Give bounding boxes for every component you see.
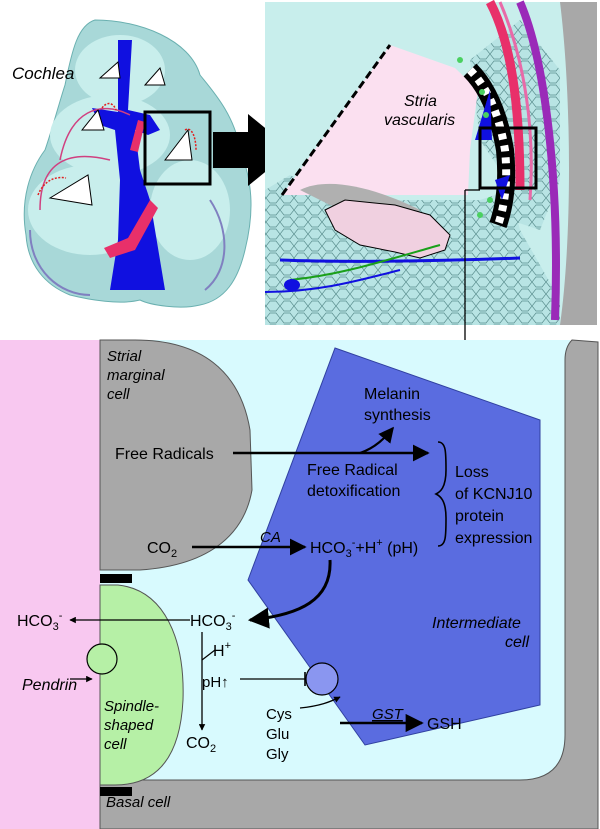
- bone-wall: [560, 2, 597, 325]
- strial-marginal-label-3: cell: [107, 386, 130, 403]
- cochlea-vessel-curve: [204, 199, 226, 291]
- intermediate-cell-label-1: Intermediate: [432, 615, 521, 632]
- stria-zoom-box: [478, 126, 538, 190]
- hco3-middle-label: HCO3-: [190, 610, 236, 633]
- cochlea-panel: Cochlea: [12, 19, 252, 308]
- cys-label: Cys: [266, 706, 292, 723]
- basal-cell-label: Basal cell: [106, 794, 171, 811]
- cochlea-turn: [150, 160, 230, 260]
- ph-up-label: pH↑: [202, 674, 229, 691]
- ganglion-cell: [284, 279, 300, 291]
- co2-left-label: CO2: [147, 540, 177, 560]
- hco3-product-label: HCO3-+H+ (pH): [310, 537, 418, 560]
- tight-junction-bottom: [100, 787, 132, 796]
- cochlea-vessel-curve: [29, 229, 91, 296]
- gst-label: GST: [372, 706, 405, 723]
- organ-of-corti-icons: [37, 60, 197, 206]
- spindle-cell-label-1: Spindle-: [104, 698, 159, 715]
- stria-zoom-panel: Stria vascularis: [264, 0, 597, 325]
- cochlea-zoom-box: [143, 110, 212, 186]
- spindle-cell-label-3: cell: [104, 736, 127, 753]
- free-radical-detox-label-2: detoxification: [307, 483, 400, 500]
- strial-marginal-label-1: Strial: [107, 348, 142, 365]
- zoom-arrow: [213, 114, 292, 186]
- cochlea-vessel-curve: [59, 107, 131, 161]
- loss-label-1: Loss: [455, 464, 489, 481]
- loss-label-2: of KCNJ10: [455, 486, 532, 503]
- hco3-left-label: HCO3-: [17, 610, 63, 633]
- melanin-label-2: synthesis: [364, 407, 431, 424]
- spindle-cell-label-2: shaped: [104, 717, 154, 734]
- pendrin-transporter-icon: [86, 643, 118, 675]
- stria-vascularis-label-line2: vascularis: [384, 112, 455, 129]
- arrow-to-melanin: [359, 426, 394, 455]
- arrow-hco3-to-middle: [247, 559, 332, 629]
- loss-brace: [434, 441, 447, 547]
- loss-label-4: expression: [455, 530, 532, 547]
- h-plus-branch: [201, 649, 216, 661]
- glutamate-transporter-icon: [305, 662, 339, 696]
- perilymph-pink-panel: [0, 340, 100, 829]
- free-radical-detox-label-1: Free Radical: [307, 462, 398, 479]
- tight-junction-top: [100, 574, 132, 583]
- free-radicals-label: Free Radicals: [115, 446, 214, 463]
- ca-enzyme-label: CA: [260, 529, 281, 546]
- reissner-membrane: [280, 44, 392, 196]
- modiolus-red-vessel: [104, 200, 158, 258]
- cell-diagram: Strial marginal cell Melanin synthesis F…: [0, 339, 599, 829]
- nerve-fiber-2: [264, 269, 401, 293]
- strial-marginal-cell: [99, 339, 253, 571]
- loss-label-3: protein: [455, 508, 504, 525]
- intermediate-cell-label-2: cell: [505, 634, 529, 651]
- modiolus-red-vessel-upper: [130, 120, 145, 152]
- nerve-fiber: [289, 244, 441, 281]
- melanin-label-1: Melanin: [364, 386, 420, 403]
- co2-bottom-label: CO2: [186, 735, 216, 755]
- organ-of-corti: [324, 199, 451, 259]
- stria-pink-vessel: [498, 1, 533, 201]
- arrow-cys-into-cell: [299, 696, 341, 709]
- basal-cell: [99, 339, 599, 829]
- h-plus-label: H+: [213, 640, 231, 660]
- stria-purple-vessel: [516, 0, 560, 321]
- stria-vascularis-label-line1: Stria: [404, 93, 437, 110]
- cochlea-label: Cochlea: [12, 64, 74, 83]
- gsh-label: GSH: [427, 716, 462, 733]
- stria-red-vessel: [486, 0, 525, 191]
- pendrin-label: Pendrin: [22, 677, 77, 694]
- cochlea-vessel-curve: [39, 155, 111, 211]
- spindle-shaped-cell: [99, 584, 184, 786]
- gly-label: Gly: [266, 746, 289, 763]
- strial-marginal-label-2: marginal: [107, 367, 165, 384]
- intermediate-cell: [247, 347, 541, 746]
- stria-scala-media: [282, 45, 478, 195]
- glu-label: Glu: [266, 726, 289, 743]
